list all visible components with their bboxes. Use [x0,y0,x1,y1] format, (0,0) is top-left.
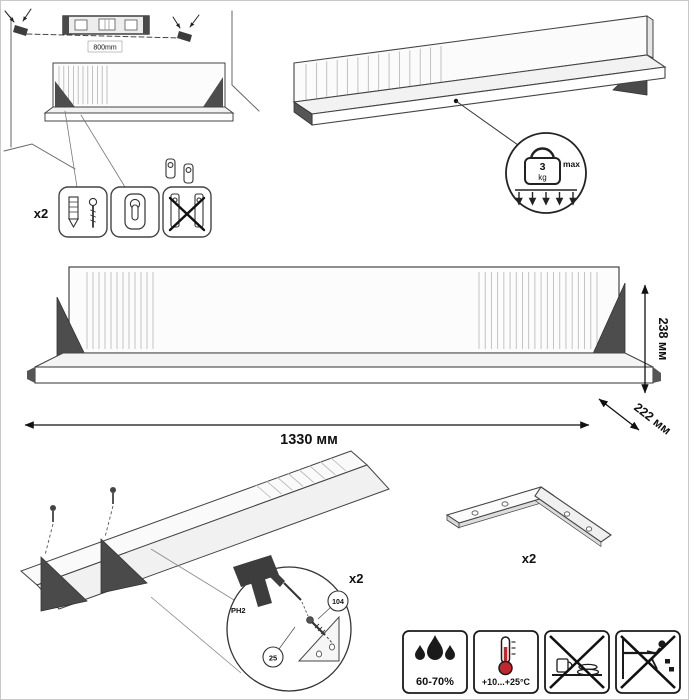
cross-mark-icon [620,635,676,689]
hardware-box-anchor [58,186,108,238]
shelf-board-top [34,352,654,368]
keyhole-plate-icon [124,193,146,230]
humidity-drops-icon [415,635,455,660]
humidity-box: 60-70% [402,630,468,694]
humidity-label: 60-70% [416,676,454,688]
panel-ridges [58,65,108,105]
shelf-board-end-left [27,367,35,383]
callout-line [455,100,519,146]
dishes-icon [552,658,602,676]
detail-screw-icon [306,616,334,645]
assembly-bracket-2 [100,538,148,594]
temperature-box: +10...+25°C [473,630,539,694]
weight-handle-icon [529,147,556,161]
shelf-board-end-right [653,367,661,383]
wall-corner-right [231,10,260,112]
svg-text:222 мм: 222 мм [631,400,673,437]
no-climbing-box [615,630,681,694]
screw-icon [44,505,56,556]
bit-label: PH2 [231,606,246,615]
wall-mounting-diagram: 800mm x2 [3,8,260,238]
bracket-hole [563,511,571,517]
shelf-bracket-left [55,81,75,107]
cross-mark-icon [549,635,605,689]
callout-leader [278,626,296,650]
panel-end-face [646,15,654,59]
bracket-hole [328,643,336,651]
bracket-hole [501,501,509,507]
bracket-hole [471,510,479,516]
hardware-count-label: x2 [34,206,48,221]
assembly-bracket-1 [40,556,88,612]
marking-line [26,33,182,39]
cross-mark-icon [168,196,206,232]
bracket-hole [585,526,593,532]
bracket-part-diagram: x2 [445,486,612,566]
panel-ridges-right [478,272,598,349]
callout-circle-top [327,590,349,612]
floor-edge [3,143,76,170]
shelf-back-panel [68,266,620,354]
svg-text:104: 104 [332,599,344,606]
svg-text:238 мм: 238 мм [656,318,670,361]
screw-icon [104,487,116,538]
detail-bracket [297,615,340,662]
svg-text:1330 мм: 1330 мм [280,432,338,448]
shelf-bracket-right [203,77,223,107]
weight-unit: kg [538,173,546,182]
spirit-level [62,15,150,35]
hardware-box-keyhole [110,186,160,238]
weight-value: 3 [540,161,546,173]
detail-cone-line [150,548,235,601]
assembly-detail-bubble: PH2 104 25 [226,555,352,692]
svg-text:800mm: 800mm [93,45,117,52]
mounted-shelf [43,62,235,122]
temperature-label: +10...+25°C [482,677,531,687]
dimension-depth: 222 мм [598,398,674,438]
anchor-screw-icon [68,196,98,229]
dimension-height: 238 мм [641,284,670,394]
isometric-shelf-diagram: 3 kg max [292,15,667,214]
assembly-diagram: PH2 104 25 x2 [20,450,390,692]
bracket-hole [315,650,323,658]
bracket-count-label: x2 [522,551,536,566]
detail-cone-line [150,596,242,674]
care-icons: 60-70% +10...+25°C [402,630,681,694]
no-dishes-box [544,630,610,694]
callout-leader [317,606,332,620]
shelf-board-front [34,366,654,384]
drill-icon [233,555,309,617]
assembly-count-label: x2 [349,571,363,586]
callout-circle-bottom [262,646,284,668]
thermometer-icon [498,636,516,676]
bracket-edge [446,514,460,529]
back-panel [20,450,368,586]
marking-dimension-label: 800mm [87,40,123,53]
load-arrows-icon [515,192,577,206]
callout-line [80,114,126,188]
front-view-diagram: 1330 мм 238 мм 222 мм [24,266,674,448]
svg-text:25: 25 [269,654,277,663]
weight-body-icon [524,157,561,185]
panel-ridges [255,457,347,499]
dimension-width: 1330 мм [24,421,590,448]
wall-mark-left [4,8,32,36]
keyhole-hangers-icon [165,158,194,184]
shelf-board-end [293,101,313,126]
callout-line [64,110,78,188]
wall-mark-right [172,14,200,42]
hardware-box-bracket [162,186,212,238]
bracket-arm-right [534,486,612,543]
max-label: max [563,159,580,169]
panel-ridges-left [86,272,154,349]
load-limit-badge: 3 kg max [505,132,587,214]
panel-ridges [305,46,442,100]
